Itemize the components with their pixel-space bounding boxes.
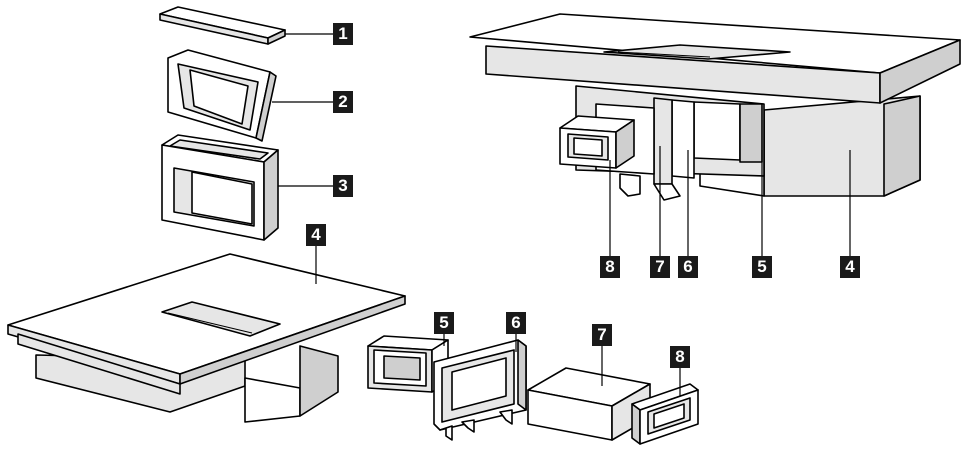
part-8-collar-left bbox=[631, 383, 699, 445]
part-7-duct-left bbox=[527, 367, 651, 441]
part-4-hob-left bbox=[7, 253, 406, 423]
callout-3: 3 bbox=[333, 175, 353, 197]
callout-6-left: 6 bbox=[506, 312, 526, 334]
callout-4-left: 4 bbox=[306, 224, 326, 246]
part-1-filter-strip bbox=[159, 6, 286, 45]
part-2-frame bbox=[167, 49, 277, 142]
callout-2: 2 bbox=[333, 91, 353, 113]
callout-5-right: 5 bbox=[752, 256, 772, 278]
part-3-housing bbox=[161, 134, 279, 241]
callout-8-right: 8 bbox=[600, 256, 620, 278]
callout-7-right: 7 bbox=[650, 256, 670, 278]
callout-7-left: 7 bbox=[592, 324, 612, 346]
callout-6-right: 6 bbox=[678, 256, 698, 278]
callout-1: 1 bbox=[333, 23, 353, 45]
callout-8-left: 8 bbox=[670, 346, 690, 368]
part-8-collar-right bbox=[559, 115, 635, 169]
leader-lines bbox=[272, 33, 851, 396]
callout-4-right: 4 bbox=[840, 256, 860, 278]
part-5-duct-left bbox=[367, 335, 449, 393]
callout-5-left: 5 bbox=[434, 312, 454, 334]
part-6-flange-left bbox=[433, 339, 527, 441]
